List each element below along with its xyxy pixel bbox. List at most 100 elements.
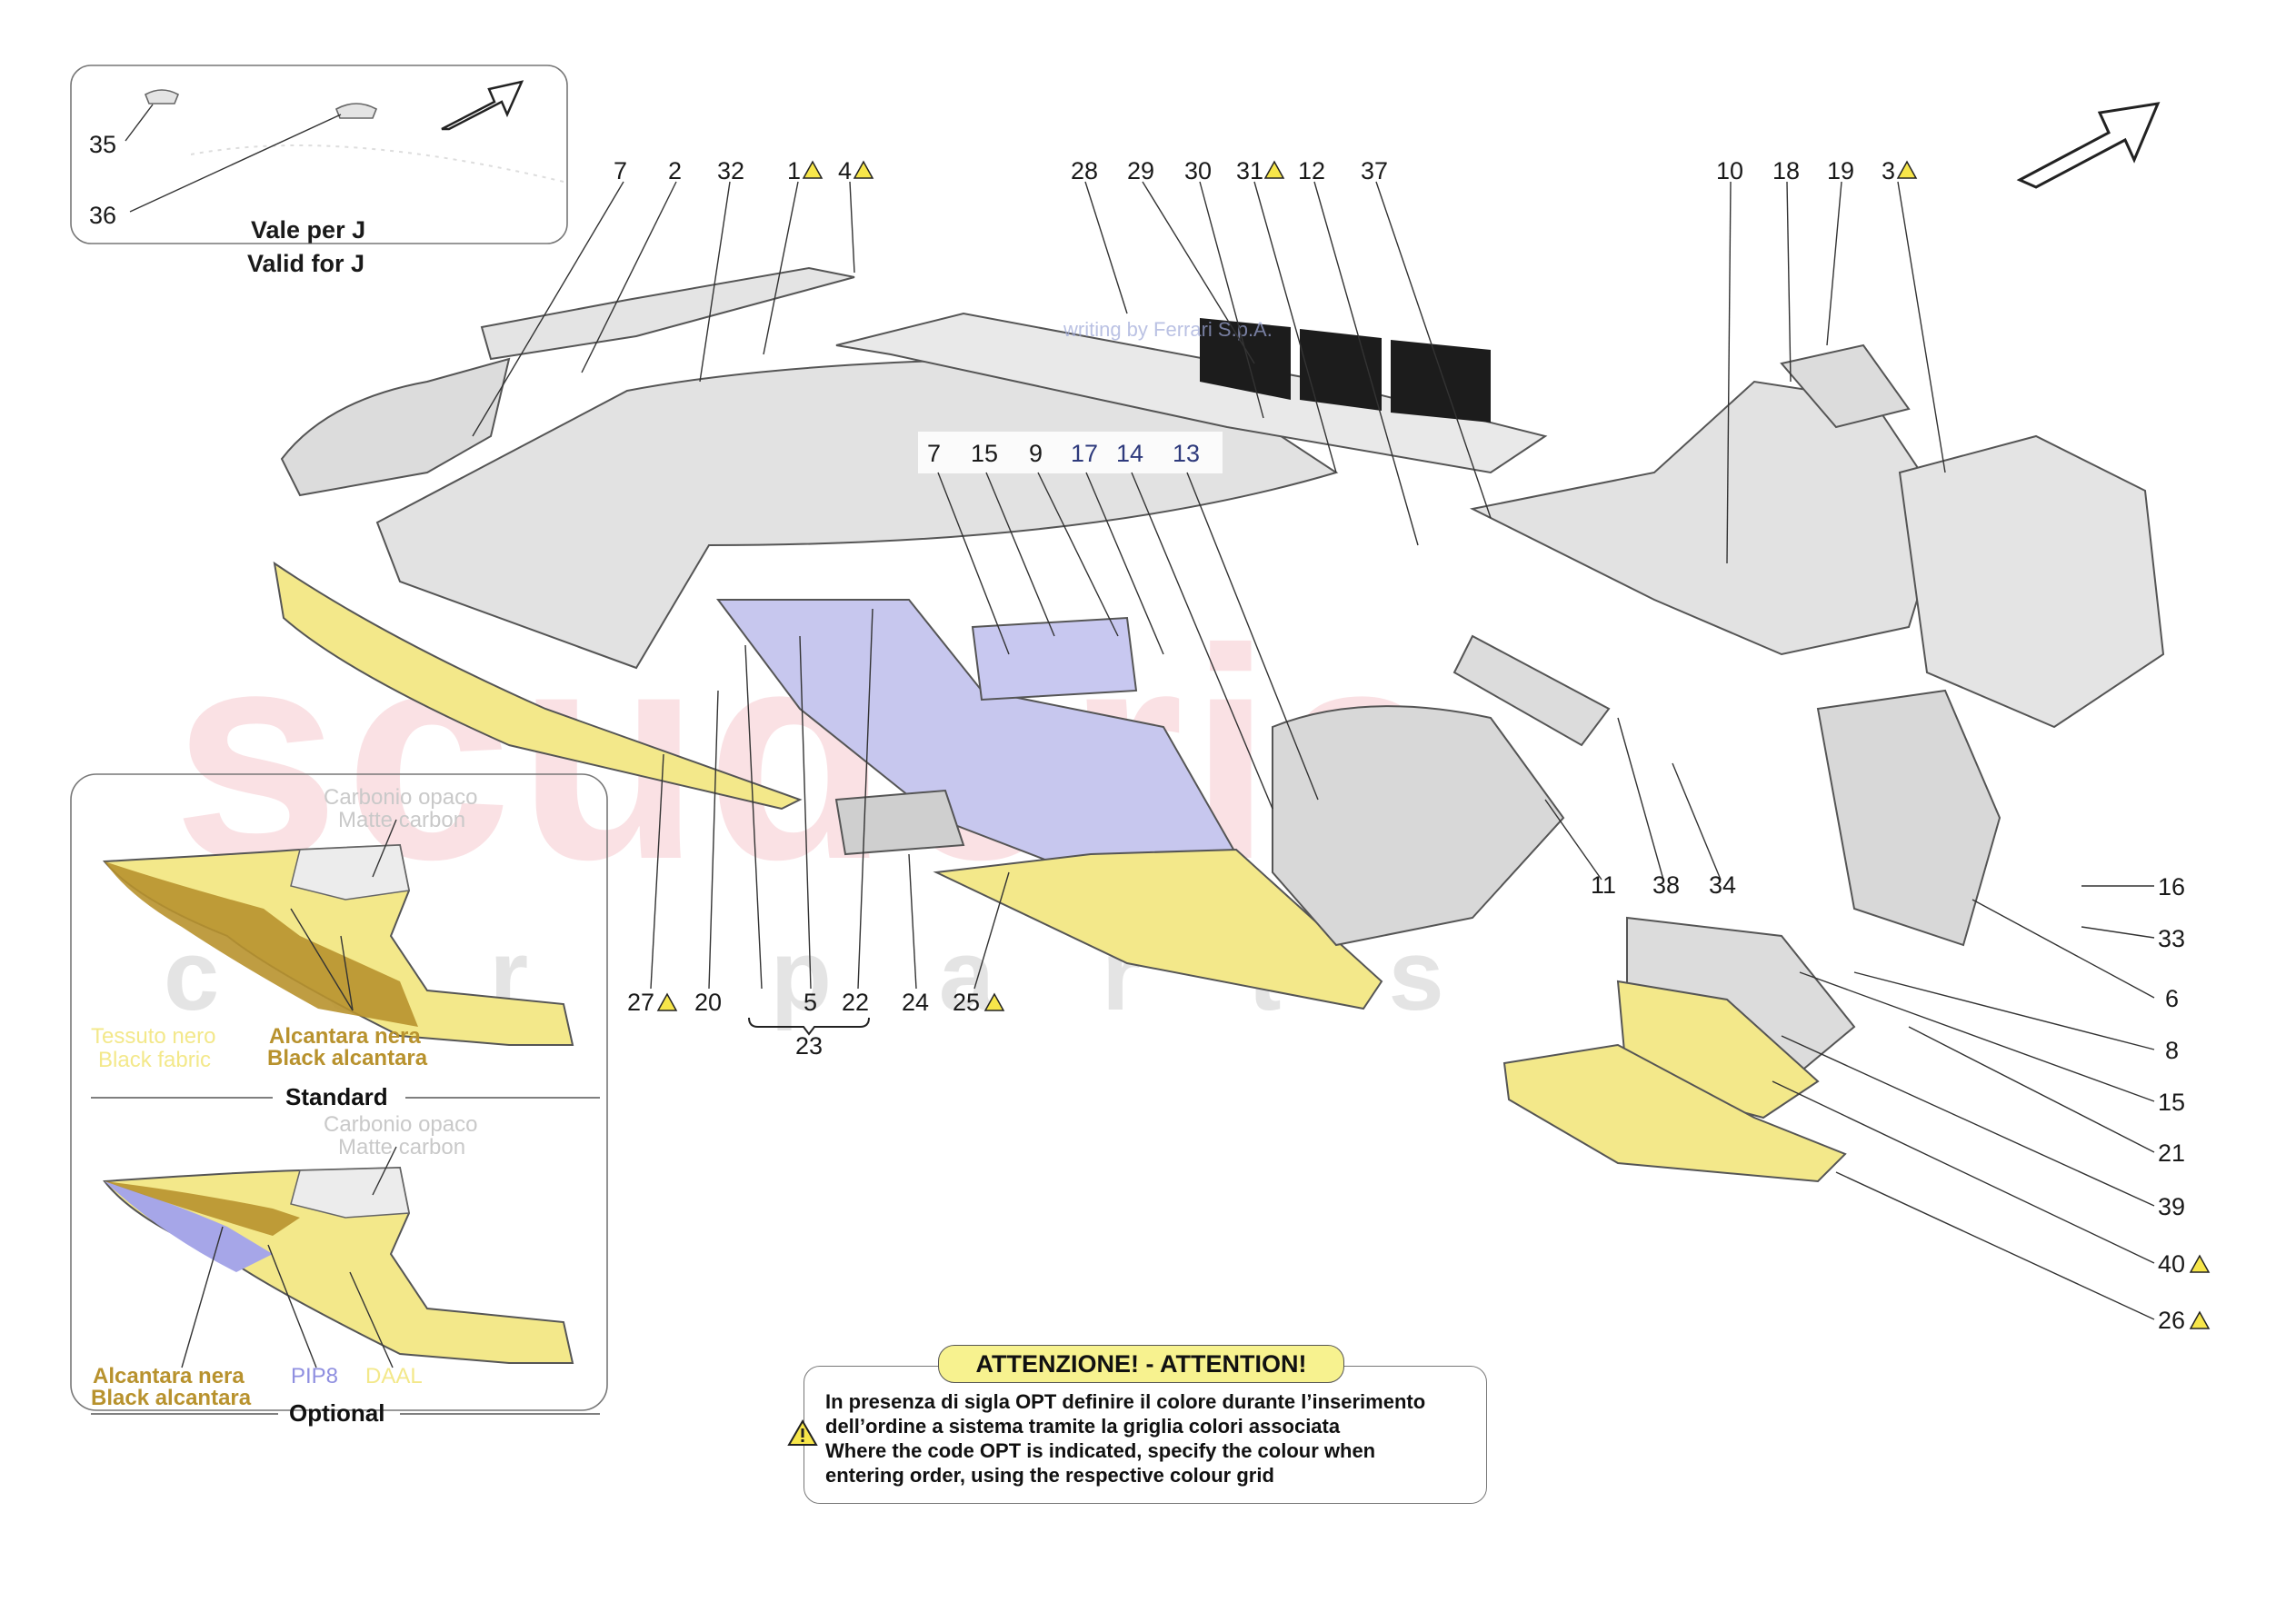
callout-17: 17	[1071, 440, 1098, 467]
standard-carbon-it: Carbonio opaco	[324, 785, 477, 810]
leader-35	[125, 104, 154, 142]
callout-7: 7	[614, 157, 627, 184]
callout-4: 4	[838, 157, 852, 184]
attention-line-2: dell’ordine a sistema tramite la griglia…	[825, 1415, 1341, 1438]
roof-panel-dark-30	[1300, 329, 1382, 411]
callout-36: 36	[89, 202, 116, 229]
callout-3: 3	[1882, 157, 1895, 184]
callout-40: 40	[2158, 1250, 2185, 1278]
attention-line-4: entering order, using the respective col…	[825, 1464, 1274, 1487]
callout-13: 13	[1173, 440, 1200, 467]
callout-26: 26	[2158, 1307, 2185, 1334]
group-bracket	[748, 1017, 870, 1036]
optional-pip8-area	[105, 1181, 273, 1272]
rear-quarter-panel-3	[1898, 434, 2165, 729]
callout-30: 30	[1184, 157, 1212, 184]
direction-arrow-large-icon	[2016, 102, 2161, 189]
leader-opt-daal	[349, 1271, 394, 1368]
warning-icon	[2189, 1254, 2211, 1273]
callout-9: 9	[1029, 440, 1043, 467]
callout-15b: 15	[971, 440, 998, 467]
inset-valid-for-j	[70, 65, 568, 244]
callout-14: 14	[1116, 440, 1143, 467]
clip-part-36	[334, 103, 378, 119]
door-panel-6	[1816, 689, 2002, 947]
callout-35: 35	[89, 131, 116, 158]
callout-21: 21	[2158, 1139, 2185, 1167]
clip-part-35	[144, 89, 180, 104]
warning-icon	[983, 992, 1005, 1011]
inset-trim-variants	[70, 773, 608, 1411]
callout-2: 2	[668, 157, 682, 184]
ghost-panel-outline	[190, 144, 564, 183]
leader-alcantara-a	[290, 908, 354, 1011]
callout-37: 37	[1361, 157, 1388, 184]
callout-24: 24	[902, 989, 929, 1016]
warning-icon	[853, 160, 874, 179]
callout-15c: 15	[2158, 1089, 2185, 1116]
callout-22: 22	[842, 989, 869, 1016]
standard-fabric-en: Black fabric	[98, 1048, 211, 1072]
trim-19	[1780, 343, 1911, 429]
optional-daal: DAAL	[365, 1364, 423, 1388]
attention-box	[804, 1366, 1487, 1504]
console-15	[971, 616, 1138, 702]
warning-icon	[2189, 1310, 2211, 1329]
optional-pip8: PIP8	[291, 1364, 338, 1388]
direction-arrow-icon	[441, 80, 524, 131]
leader-36	[129, 114, 342, 213]
standard-fabric-it: Tessuto nero	[91, 1024, 215, 1049]
standard-section-title: Standard	[285, 1083, 388, 1110]
roof-strip-4	[480, 266, 855, 361]
vent-24	[834, 789, 965, 856]
warning-icon	[1263, 160, 1285, 179]
faint-watermark-text: writing by Ferrari S.p.A.	[1063, 318, 1273, 341]
callout-11: 11	[1591, 871, 1616, 899]
roof-panel-dark-12	[1391, 340, 1491, 423]
leader-lines-top	[472, 181, 1946, 564]
pillar-trim-2	[280, 357, 511, 497]
attention-title: ATTENZIONE! - ATTENTION!	[938, 1345, 1344, 1383]
warning-icon	[787, 1419, 818, 1446]
callout-29: 29	[1127, 157, 1154, 184]
inset-caption-en: Valid for J	[247, 250, 364, 277]
attention-line-1: In presenza di sigla OPT definire il col…	[825, 1390, 1426, 1413]
optional-alcantara-area	[105, 1181, 300, 1236]
callout-31: 31	[1236, 157, 1263, 184]
callout-39: 39	[2158, 1193, 2185, 1220]
optional-section-title: Optional	[289, 1399, 384, 1427]
optional-alcantara-it: Alcantara nera	[93, 1364, 245, 1388]
callout-38: 38	[1652, 871, 1680, 899]
optional-carbon-it: Carbonio opaco	[324, 1112, 477, 1137]
leader-alcantara-b	[340, 935, 354, 1011]
callout-6: 6	[2165, 985, 2179, 1012]
callout-16: 16	[2158, 873, 2185, 901]
callout-1: 1	[787, 157, 801, 184]
callout-25: 25	[953, 989, 980, 1016]
callout-32: 32	[717, 157, 744, 184]
callout-34: 34	[1709, 871, 1736, 899]
callout-23: 23	[795, 1032, 823, 1060]
warning-icon	[802, 160, 824, 179]
steering-column-shroud-13	[1272, 705, 1565, 947]
inset-caption-it: Vale per J	[251, 216, 365, 244]
callout-19: 19	[1827, 157, 1854, 184]
roof-trim-28	[835, 312, 1548, 474]
roof-panel-dark-29	[1200, 318, 1291, 400]
optional-carbon-en: Matte carbon	[338, 1135, 465, 1159]
leader-lines-mid	[937, 472, 1319, 810]
attention-line-3: Where the code OPT is indicated, specify…	[825, 1439, 1376, 1462]
standard-alcantara-it: Alcantara nera	[269, 1024, 421, 1049]
optional-alcantara-en: Black alcantara	[91, 1386, 252, 1410]
callout-18: 18	[1772, 157, 1800, 184]
trim-26	[1502, 1043, 1847, 1183]
callout-5: 5	[804, 989, 817, 1016]
callout-10: 10	[1716, 157, 1743, 184]
warning-icon	[1896, 160, 1918, 179]
callout-8: 8	[2165, 1037, 2179, 1064]
warning-icon	[656, 992, 678, 1011]
callout-12: 12	[1298, 157, 1325, 184]
trim-11	[1452, 634, 1611, 747]
rear-pillar-trim-10	[1469, 380, 1947, 656]
